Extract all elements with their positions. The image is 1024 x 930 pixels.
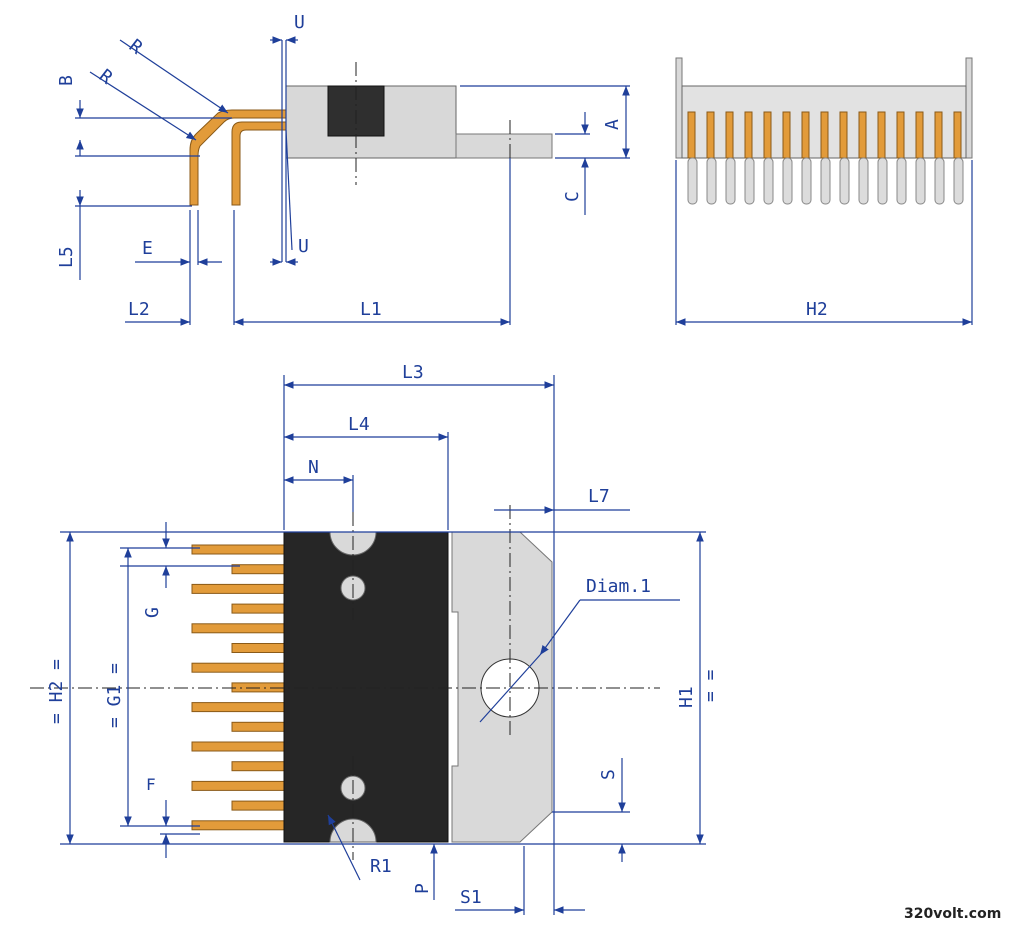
dim-label-C: C <box>562 191 583 202</box>
front-pin-leg <box>744 157 755 205</box>
top-body <box>283 531 449 843</box>
front-pin-row <box>687 111 964 205</box>
front-pin-upper <box>763 111 772 159</box>
front-pin-leg <box>820 157 831 205</box>
dim-label-S1: S1 <box>460 887 482 908</box>
dim-label-F: F <box>146 775 156 794</box>
front-pin-leg <box>725 157 736 205</box>
dim-label-H1: H1 <box>676 686 697 708</box>
dim-label-S: S <box>598 769 619 780</box>
dim-label-R1: R1 <box>370 856 392 877</box>
front-pin-leg <box>706 157 717 205</box>
dim-label-L5: L5 <box>56 246 77 268</box>
front-pin-leg <box>763 157 774 205</box>
front-pin-leg <box>953 157 964 205</box>
front-pin-leg <box>934 157 945 205</box>
front-pin-upper <box>725 111 734 159</box>
side-view: B R R U U A C L5 E L2 L1 <box>56 12 630 326</box>
front-pin-upper <box>839 111 848 159</box>
top-pin <box>231 761 285 772</box>
dim-label-L2: L2 <box>128 299 150 320</box>
dim-label-R-lower: R <box>95 65 117 88</box>
dim-label-U-bottom: U <box>298 236 309 257</box>
top-pin <box>191 741 285 752</box>
front-pin-leg <box>915 157 926 205</box>
dim-label-N: N <box>308 457 319 478</box>
top-pin <box>191 820 285 831</box>
top-pin <box>231 800 285 811</box>
dim-label-diam1: Diam.1 <box>586 576 651 597</box>
dim-label-L3: L3 <box>402 362 424 383</box>
top-pin <box>231 643 285 653</box>
front-pin-upper <box>934 111 943 159</box>
front-pin-upper <box>687 111 696 159</box>
front-pin-leg <box>801 157 812 205</box>
top-pin <box>191 623 285 634</box>
dim-label-H1-eq: = = <box>700 669 721 702</box>
side-tab <box>455 133 553 159</box>
front-pin-upper <box>953 111 962 159</box>
dim-label-H2-side: = H2 = <box>46 659 67 724</box>
dim-label-G1: = G1 = <box>104 663 125 728</box>
dim-label-L4: L4 <box>348 414 370 435</box>
front-pin-leg <box>839 157 850 205</box>
front-pin-upper <box>896 111 905 159</box>
dim-label-B: B <box>56 75 77 86</box>
dim-label-U-top: U <box>294 12 305 33</box>
top-pin <box>191 780 285 791</box>
top-pin <box>191 583 285 594</box>
top-pin <box>231 721 285 732</box>
front-pin-leg <box>877 157 888 205</box>
top-pin <box>231 682 285 693</box>
front-view: H2 <box>675 57 973 326</box>
dim-label-A: A <box>602 119 623 130</box>
front-pin-upper <box>706 111 715 159</box>
front-pin-upper <box>820 111 829 159</box>
front-pin-upper <box>782 111 791 159</box>
dim-label-E: E <box>142 238 153 259</box>
top-pin <box>191 544 285 555</box>
watermark: 320volt.com <box>904 906 1001 922</box>
dim-label-L7: L7 <box>588 486 610 507</box>
front-pin-leg <box>782 157 793 205</box>
front-tab-right <box>965 57 973 159</box>
top-view: L3 L4 N L7 Diam.1 G = H2 = = G1 = H1 = =… <box>30 362 721 915</box>
front-pin-upper <box>915 111 924 159</box>
front-pin-upper <box>744 111 753 159</box>
dim-label-P: P <box>412 883 433 894</box>
dim-label-G: G <box>142 607 163 618</box>
top-pin <box>231 603 285 614</box>
side-lead-back <box>231 121 287 206</box>
top-pin <box>191 662 285 673</box>
dim-label-L1: L1 <box>360 299 382 320</box>
front-pin-leg <box>896 157 907 205</box>
front-pin-upper <box>877 111 886 159</box>
front-tab-left <box>675 57 683 159</box>
front-pin-upper <box>858 111 867 159</box>
dim-label-H2-top: H2 <box>806 299 828 320</box>
front-pin-upper <box>801 111 810 159</box>
top-pin <box>191 702 285 713</box>
top-pin-row <box>191 544 285 831</box>
front-pin-leg <box>687 157 698 205</box>
front-pin-leg <box>858 157 869 205</box>
